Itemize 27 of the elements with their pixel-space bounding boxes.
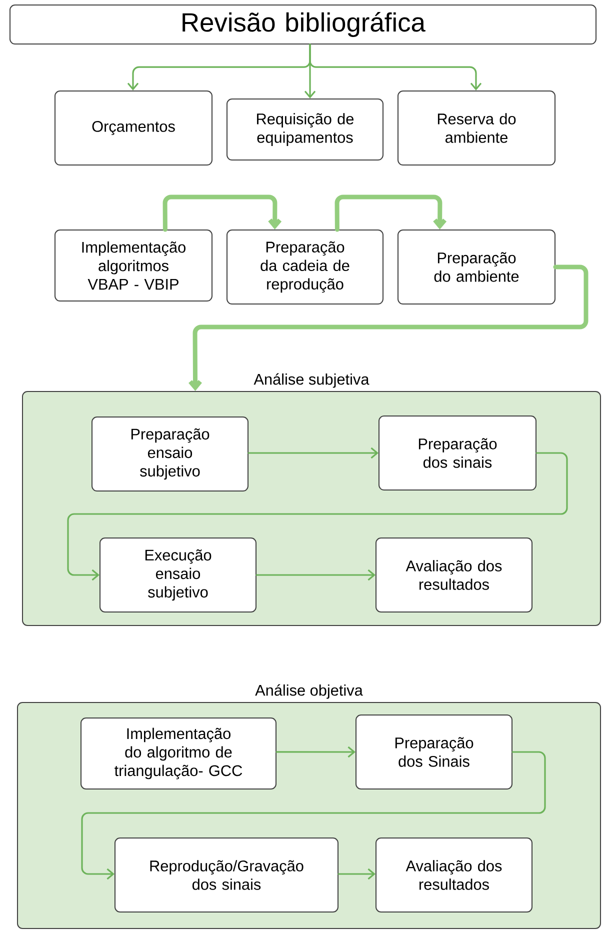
arrow [81, 751, 546, 880]
group-heading: Análise objetiva [255, 684, 363, 699]
arrow [334, 194, 447, 232]
arrow [162, 194, 282, 232]
arrow [338, 868, 376, 880]
arrow [188, 264, 588, 391]
process-box: Preparação dos Sinais [356, 714, 512, 790]
arrow [67, 452, 568, 581]
process-box: Implementação do algoritmo de triangulação- GCC [80, 718, 276, 790]
process-box: Preparação do ambiente [398, 230, 556, 304]
process-box: Preparação dos sinais [378, 416, 536, 490]
arrow [309, 44, 482, 91]
process-box: Preparação da cadeia de reprodução [226, 230, 384, 304]
process-box: Preparação ensaio subjetivo [92, 416, 248, 492]
process-box: Requisição de equipamentos [226, 98, 384, 160]
title-box: Revisão bibliográfica [10, 4, 596, 45]
process-box: Implementação algoritmos VBAP - VBIP [54, 230, 212, 302]
process-box: Reserva do ambiente [398, 90, 556, 166]
process-box: Avaliação dos resultados [376, 838, 532, 912]
process-box: Reprodução/Gravação dos sinais [114, 838, 338, 912]
arrow [248, 447, 378, 459]
arrow [256, 569, 376, 581]
process-box: Avaliação dos resultados [376, 538, 532, 612]
group-heading: Análise subjetiva [254, 373, 370, 388]
arrow [276, 746, 356, 758]
process-box: Execução ensaio subjetivo [100, 538, 256, 612]
process-box: Orçamentos [54, 90, 212, 166]
